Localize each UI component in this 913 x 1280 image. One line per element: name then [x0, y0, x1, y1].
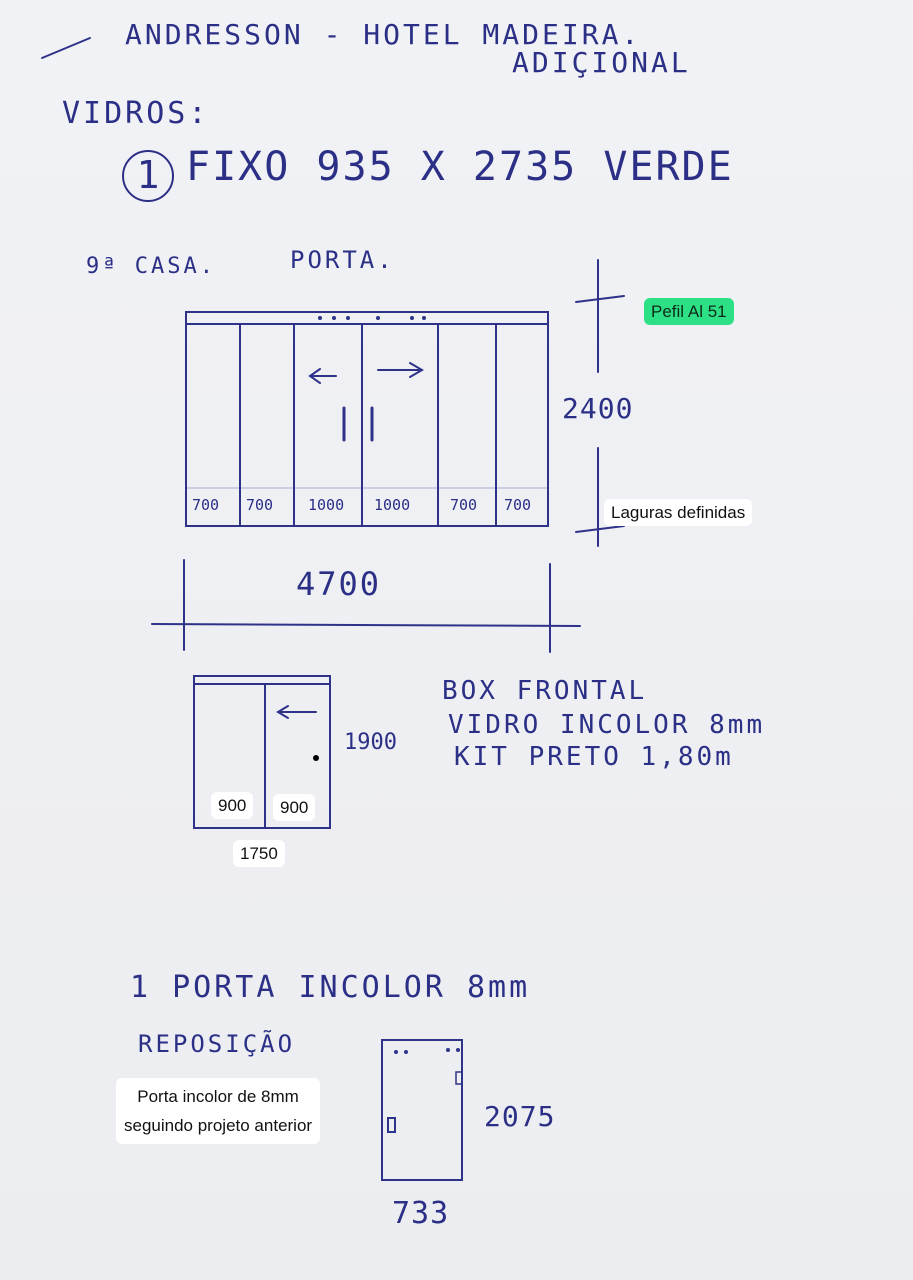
box-frame-drawing	[193, 675, 331, 829]
item1-description: FIXO 935 X 2735 VERDE	[186, 144, 734, 190]
door-height-dimension	[575, 259, 625, 547]
profile-annotation: Pefil Al 51	[644, 298, 734, 325]
header-client: ANDRESSON - HOTEL MADEIRA.	[125, 18, 642, 51]
section-title: VIDROS:	[62, 96, 210, 131]
replacement-title: 1 PORTA INCOLOR 8mm	[130, 970, 531, 1005]
box-total-width: 1750	[233, 840, 285, 867]
replacement-door-drawing	[381, 1039, 463, 1181]
replacement-width: 733	[392, 1196, 450, 1231]
door-location: 9ª CASA.	[86, 254, 216, 279]
panel-width-4: 1000	[374, 496, 411, 514]
panel-width-1: 700	[192, 496, 220, 514]
door-frame-drawing	[185, 311, 549, 527]
box-height-value: 1900	[344, 730, 397, 755]
replacement-annotation-line-1: Porta incolor de 8mm	[137, 1087, 299, 1106]
replacement-height: 2075	[484, 1100, 556, 1133]
box-note-1: BOX FRONTAL	[442, 676, 648, 706]
header-dash	[41, 37, 91, 59]
panel-width-2: 700	[246, 496, 274, 514]
door-width-dimension	[151, 559, 581, 653]
door-height-value: 2400	[562, 392, 634, 425]
door-total-width: 4700	[296, 565, 382, 603]
box-panel-width-2: 900	[273, 794, 316, 821]
box-note-3: KIT PRETO 1,80m	[454, 742, 734, 772]
widths-annotation: Laguras definidas	[604, 499, 753, 526]
box-panel-width-1: 900	[211, 792, 254, 819]
door-title: PORTA.	[290, 246, 395, 274]
item-number: 1	[122, 150, 174, 202]
panel-width-5: 700	[450, 496, 478, 514]
panel-width-3: 1000	[308, 496, 345, 514]
replacement-subtitle: REPOSIÇÃO	[138, 1030, 296, 1058]
header-subtitle: ADIÇIONAL	[512, 46, 691, 79]
replacement-annotation: Porta incolor de 8mm seguindo projeto an…	[116, 1078, 321, 1144]
box-note-2: VIDRO INCOLOR 8mm	[448, 710, 766, 740]
panel-width-6: 700	[504, 496, 532, 514]
replacement-annotation-line-2: seguindo projeto anterior	[124, 1116, 313, 1135]
